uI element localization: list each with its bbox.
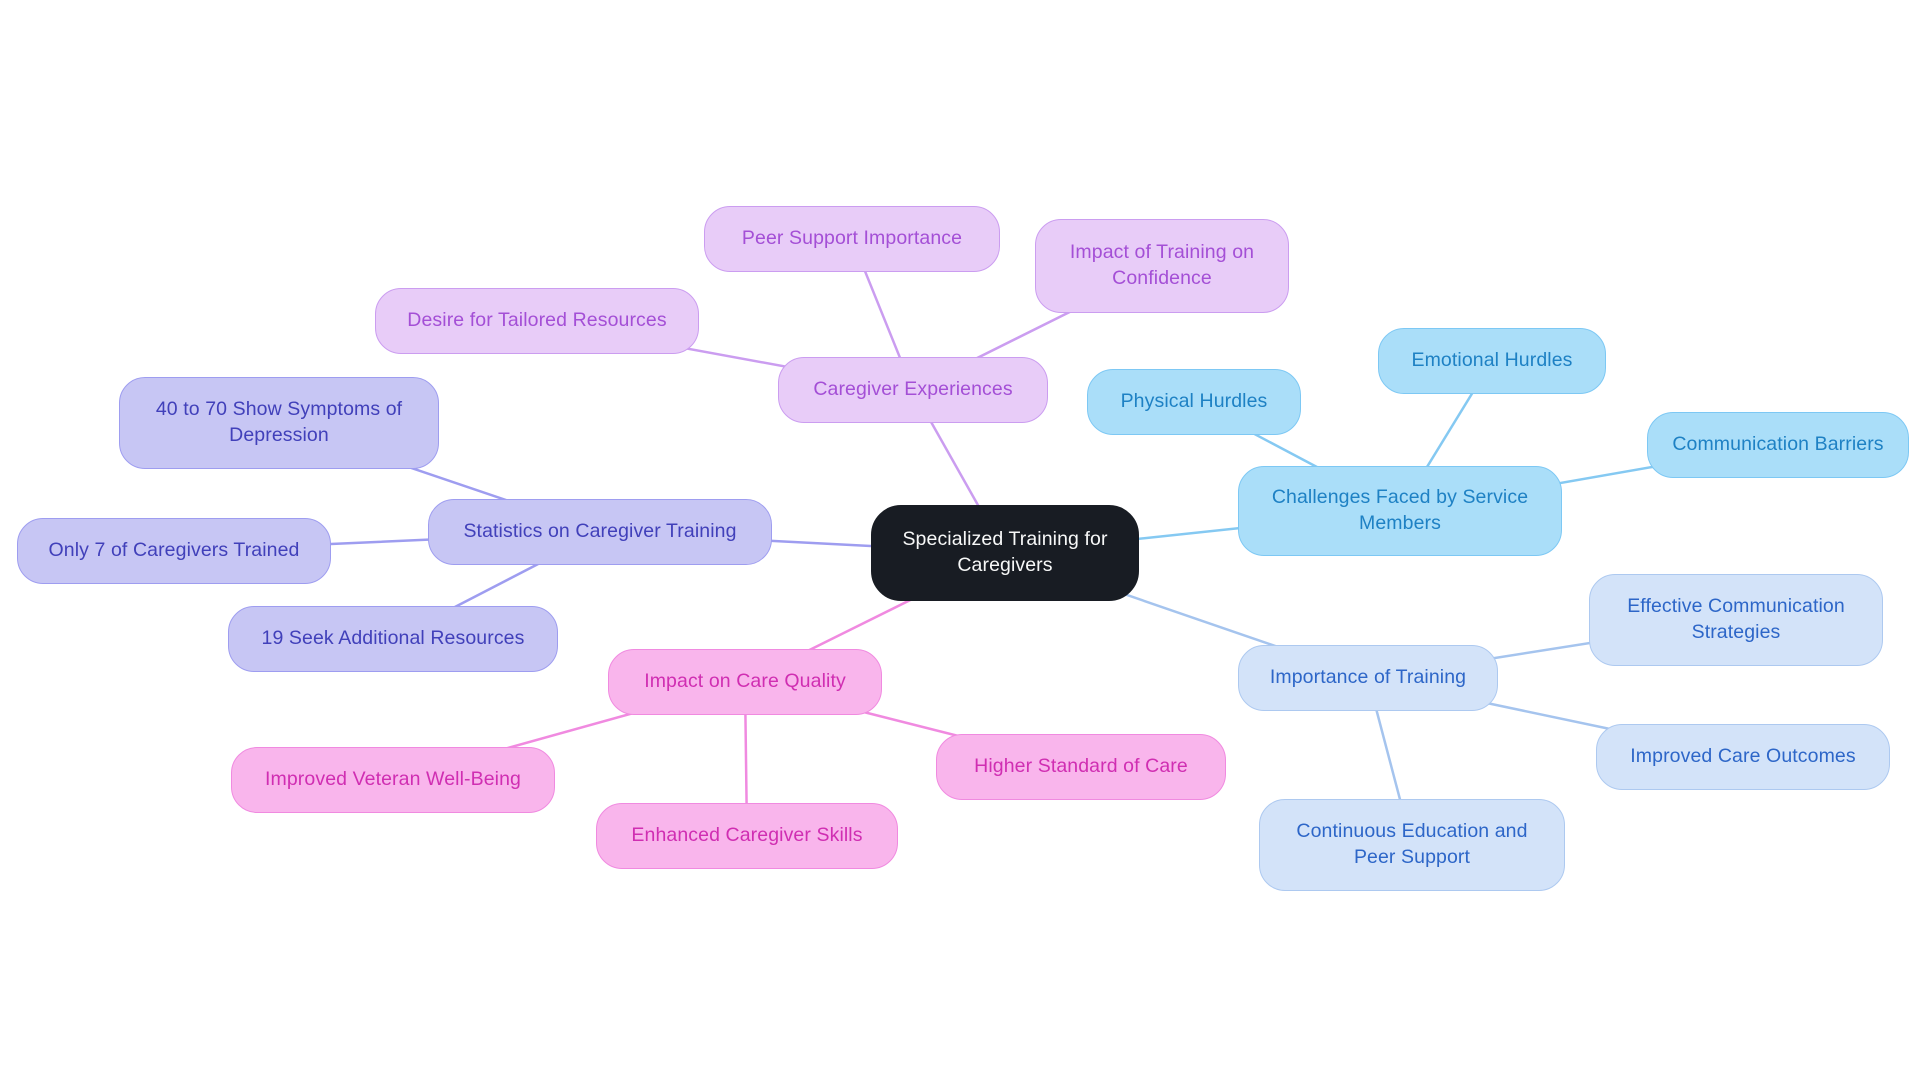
node-improved-veteran-well-being[interactable]: Improved Veteran Well-Being [231,747,555,813]
node-enhanced-caregiver-skills[interactable]: Enhanced Caregiver Skills [596,803,898,869]
node-central-topic[interactable]: Specialized Training for Caregivers [871,505,1139,601]
node-caregiver-experiences[interactable]: Caregiver Experiences [778,357,1048,423]
node-desire-for-tailored-resources[interactable]: Desire for Tailored Resources [375,288,699,354]
node-symptoms-of-depression[interactable]: 40 to 70 Show Symptoms of Depression [119,377,439,469]
node-label: Impact on Care Quality [644,670,846,693]
node-label: Peer Support Importance [741,227,963,250]
node-emotional-hurdles[interactable]: Emotional Hurdles [1378,328,1606,394]
node-label: 40 to 70 Show Symptoms of Depression [155,398,403,446]
node-label: Effective Communication Strategies [1627,595,1845,643]
node-challenges-faced-by-service-members[interactable]: Challenges Faced by Service Members [1238,466,1562,556]
node-label: Statistics on Caregiver Training [463,520,737,543]
node-label: Improved Veteran Well-Being [265,768,521,791]
node-label: Physical Hurdles [1120,390,1268,413]
node-impact-of-training-on-confidence[interactable]: Impact of Training on Confidence [1035,219,1289,313]
node-continuous-education-and-peer-support[interactable]: Continuous Education and Peer Support [1259,799,1565,891]
node-importance-of-training[interactable]: Importance of Training [1238,645,1498,711]
node-improved-care-outcomes[interactable]: Improved Care Outcomes [1596,724,1890,790]
node-label: Challenges Faced by Service Members [1271,486,1529,534]
node-label: Improved Care Outcomes [1630,745,1856,768]
node-label: Communication Barriers [1672,433,1884,456]
node-physical-hurdles[interactable]: Physical Hurdles [1087,369,1301,435]
node-label: Desire for Tailored Resources [407,309,667,332]
node-seek-additional-resources[interactable]: 19 Seek Additional Resources [228,606,558,672]
node-label: Importance of Training [1269,666,1467,689]
node-label: Impact of Training on Confidence [1069,241,1255,289]
node-only-seven-caregivers-trained[interactable]: Only 7 of Caregivers Trained [17,518,331,584]
node-label: Continuous Education and Peer Support [1296,820,1528,868]
node-higher-standard-of-care[interactable]: Higher Standard of Care [936,734,1226,800]
node-label: 19 Seek Additional Resources [261,627,525,650]
node-label: Enhanced Caregiver Skills [631,824,863,847]
node-effective-communication-strategies[interactable]: Effective Communication Strategies [1589,574,1883,666]
node-label: Higher Standard of Care [974,755,1188,778]
node-peer-support-importance[interactable]: Peer Support Importance [704,206,1000,272]
node-label: Specialized Training for Caregivers [902,528,1108,576]
node-statistics-on-caregiver-training[interactable]: Statistics on Caregiver Training [428,499,772,565]
node-communication-barriers[interactable]: Communication Barriers [1647,412,1909,478]
node-impact-on-care-quality[interactable]: Impact on Care Quality [608,649,882,715]
node-label: Emotional Hurdles [1411,349,1573,372]
node-label: Only 7 of Caregivers Trained [48,539,300,562]
node-label: Caregiver Experiences [813,378,1013,401]
